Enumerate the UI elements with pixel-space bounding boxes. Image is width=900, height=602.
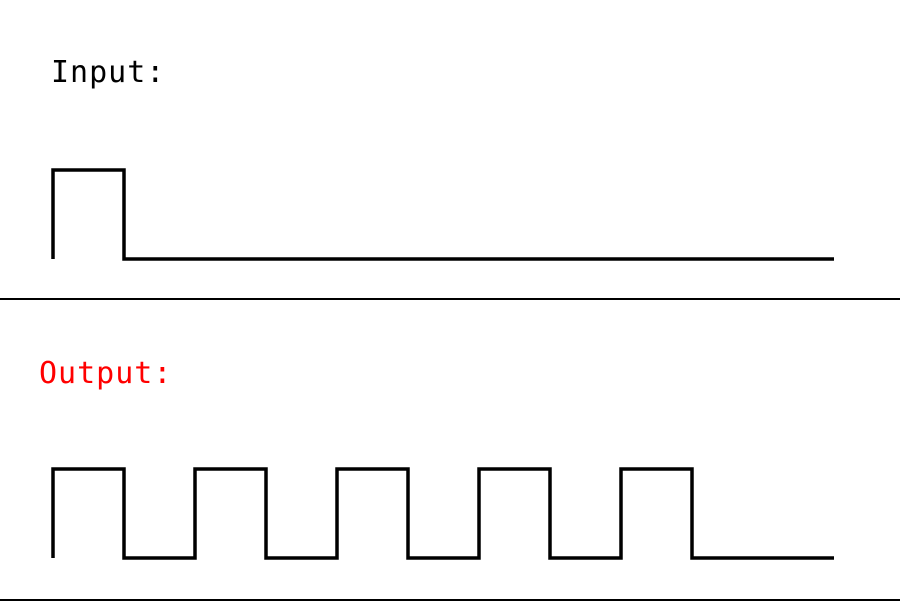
output-label: Output: <box>39 356 173 391</box>
output-waveform <box>51 467 834 560</box>
divider-bottom <box>0 599 900 601</box>
divider-top <box>0 298 900 300</box>
input-label: Input: <box>51 55 166 90</box>
input-waveform <box>51 168 834 261</box>
